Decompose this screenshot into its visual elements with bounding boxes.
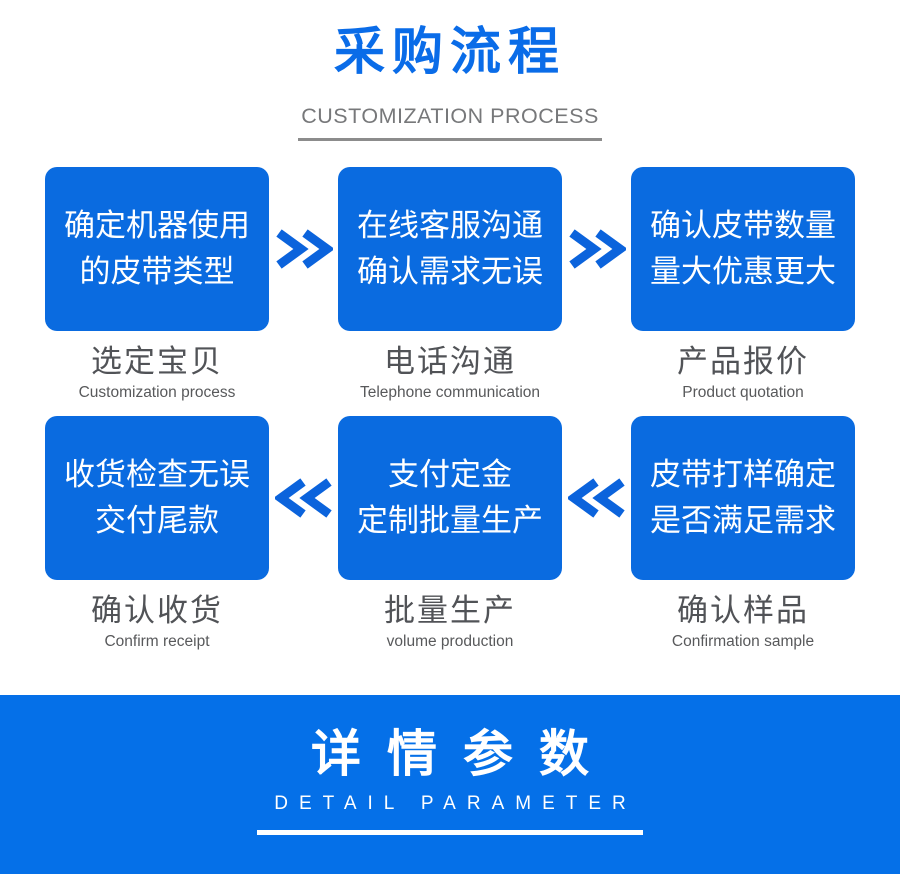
step-box: 收货检查无误 交付尾款 — [45, 416, 269, 580]
double-chevron-right-icon — [269, 167, 338, 331]
step-box-line2: 确认需求无误 — [357, 254, 543, 289]
flow-header: 采购流程 CUSTOMIZATION PROCESS — [0, 0, 900, 141]
step-box-line1: 确认皮带数量 — [650, 208, 836, 243]
step-box: 确定机器使用 的皮带类型 — [45, 167, 269, 331]
flow-step-production: 支付定金 定制批量生产 批量生产 volume production — [338, 416, 562, 651]
step-box-line1: 支付定金 — [388, 457, 512, 492]
step-label-en: Product quotation — [682, 384, 804, 401]
step-box-line1: 确定机器使用 — [64, 208, 250, 243]
step-label-en: Telephone communication — [359, 384, 541, 401]
step-label-cn: 确认样品 — [677, 593, 809, 628]
flow-step-communication: 在线客服沟通 确认需求无误 电话沟通 Telephone communicati… — [338, 167, 562, 402]
step-label-en: Confirm receipt — [104, 633, 210, 650]
step-box-line2: 定制批量生产 — [357, 503, 543, 538]
step-box-line1: 在线客服沟通 — [357, 208, 543, 243]
step-box: 支付定金 定制批量生产 — [338, 416, 562, 580]
double-chevron-left-icon — [562, 416, 631, 580]
purchase-flow-diagram: 确定机器使用 的皮带类型 选定宝贝 Customization process … — [0, 167, 900, 651]
detail-parameter-banner: 详情参数 DETAIL PARAMETER — [0, 695, 900, 874]
step-box: 在线客服沟通 确认需求无误 — [338, 167, 562, 331]
step-label-cn: 确认收货 — [91, 593, 223, 628]
flow-step-confirm-sample: 皮带打样确定 是否满足需求 确认样品 Confirmation sample — [631, 416, 855, 651]
step-label-cn: 批量生产 — [384, 593, 516, 628]
step-box-line2: 的皮带类型 — [79, 254, 235, 289]
flow-step-select-product: 确定机器使用 的皮带类型 选定宝贝 Customization process — [45, 167, 269, 402]
step-label-cn: 产品报价 — [677, 344, 809, 379]
flow-row-bottom: 收货检查无误 交付尾款 确认收货 Confirm receipt 支付定金 定制… — [0, 416, 900, 651]
step-label-en: volume production — [386, 633, 514, 650]
page-title: 采购流程 — [333, 23, 566, 80]
step-label-en: Confirmation sample — [671, 633, 815, 650]
step-label-cn: 选定宝贝 — [91, 344, 223, 379]
step-box-line2: 是否满足需求 — [650, 503, 836, 538]
banner-underline — [257, 830, 643, 835]
flow-row-top: 确定机器使用 的皮带类型 选定宝贝 Customization process … — [0, 167, 900, 402]
step-label-cn: 电话沟通 — [384, 344, 516, 379]
step-label-en: Customization process — [78, 384, 236, 401]
banner-title: 详情参数 — [311, 726, 615, 782]
step-box: 确认皮带数量 量大优惠更大 — [631, 167, 855, 331]
double-chevron-right-icon — [562, 167, 631, 331]
double-chevron-left-icon — [269, 416, 338, 580]
step-box-line1: 收货检查无误 — [64, 457, 250, 492]
banner-subtitle: DETAIL PARAMETER — [274, 793, 637, 814]
step-box-line2: 量大优惠更大 — [650, 254, 836, 289]
step-box-line1: 皮带打样确定 — [650, 457, 836, 492]
page-subtitle: CUSTOMIZATION PROCESS — [298, 104, 602, 141]
flow-step-quotation: 确认皮带数量 量大优惠更大 产品报价 Product quotation — [631, 167, 855, 402]
step-box: 皮带打样确定 是否满足需求 — [631, 416, 855, 580]
flow-step-confirm-receipt: 收货检查无误 交付尾款 确认收货 Confirm receipt — [45, 416, 269, 651]
step-box-line2: 交付尾款 — [95, 503, 219, 538]
